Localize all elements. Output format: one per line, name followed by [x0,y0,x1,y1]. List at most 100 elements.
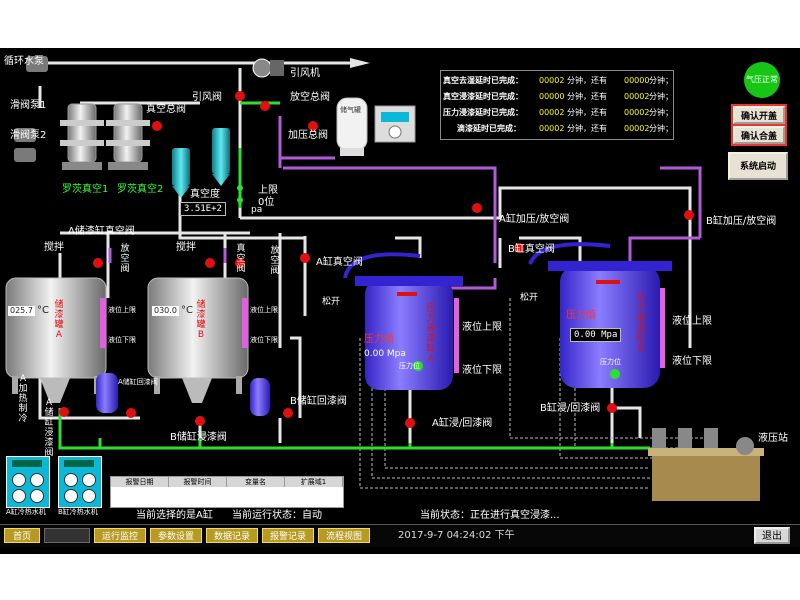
cyl-a-upper: 液位上限 [462,322,502,333]
nav-run-monitor[interactable]: 运行监控 [94,528,146,543]
exit-button[interactable]: 退出 [754,527,790,544]
cyl-b-press-readout: 0.00 Mpa [570,328,622,342]
label-a-tank-vacuum-valve: A缸真空阀 [316,257,363,268]
tank-a-upper: 液位上限 [108,306,136,314]
cyan-filters [172,128,230,198]
cyl-a-name: 压力液漆缸A [426,304,436,364]
label-slide-pump-2: 滑阀泵2 [10,130,47,141]
label-b-vacuum-valve: B缸真空阀 [508,244,555,255]
tank-a-temp: 025.7 [8,306,35,316]
label-vacuum-main-valve: 真空总阀 [146,104,186,115]
label-vent-b: 放空阀 [270,246,280,276]
tank-b-name: 储漆罐B [196,300,206,340]
pressure-gauge [374,105,416,143]
label-agitate-a: 搅拌 [44,242,64,253]
cyl-b-lower: 液位下限 [672,356,712,367]
label-a-immerse-valve: A储缸浸漆阀 [44,398,54,458]
label-upper-limit: 上限 [258,185,278,196]
cyl-b-press-label: 压力值 [566,310,596,321]
label-release-b: 松开 [520,293,539,303]
cyl-b-press-position: 压力位 [600,358,621,366]
tank-a-name: 储漆罐A [54,300,64,340]
cylinder-a-shape [343,252,463,390]
cyl-a-press-position: 压力位 [399,362,420,370]
label-press-main-valve: 加压总阀 [288,130,328,141]
tank-b-lower: 液位下限 [250,336,278,344]
label-release-a: 松开 [322,297,341,307]
tank-b-temp: 030.0 [152,306,179,316]
current-datetime: 2017-9-7 04:24:02 下午 [398,530,515,541]
alarm-col-var: 变量名 [227,477,285,487]
nav-data-records[interactable]: 数据记录 [206,528,258,543]
pressure-status-indicator: 气压正常 [744,62,780,98]
label-induced-fan-valve: 引风阀 [192,92,222,103]
confirm-open-button[interactable]: 确认开盖 [733,106,785,124]
label-vent-a: 放空阀 [120,244,130,274]
label-vacuum-b: 真空阀 [236,244,246,274]
label-a-press-vent-valve: A缸加压/放空阀 [499,214,570,225]
label-slide-pump-1: 滑阀泵1 [10,100,47,111]
bottom-nav-bar: 首页 运行监控 参数设置 数据记录 报警记录 流程视图 2017-9-7 04:… [0,524,800,547]
scada-screen: 循环水泵 滑阀泵1 滑阀泵2 真空总阀 罗茨真空1 罗茨真空2 引风机 引风阀 … [0,48,800,554]
label-induced-fan: 引风机 [290,68,320,79]
label-hydraulic-station: 液压站 [758,433,788,444]
nav-alarm-records[interactable]: 报警记录 [262,528,314,543]
storage-tank-b-shape [147,277,249,403]
current-status: 当前状态：正在进行真空浸漆... [420,510,560,521]
alarm-col-time: 报警时间 [169,477,227,487]
alarm-col-ext: 扩展域1 [285,477,343,487]
nav-process-view[interactable]: 流程视图 [318,528,370,543]
storage-tank-a-shape [5,277,107,403]
process-diagram [5,56,764,501]
recycle-tanks [96,373,270,416]
tank-b-upper: 液位上限 [250,306,278,314]
nav-home[interactable]: 首页 [4,528,40,543]
label-gas-tank: 储气罐 [340,106,361,114]
system-start-button[interactable]: 系统启动 [728,152,788,180]
tank-b-temp-unit: °C [181,305,193,316]
label-agitate-b: 搅拌 [176,242,196,253]
label-a-recycle-valve: A储缸回漆阀 [118,378,158,386]
cyl-b-upper: 液位上限 [672,316,712,327]
nav-blank[interactable] [44,528,90,543]
tank-a-temp-unit: °C [37,305,49,316]
confirm-close-button[interactable]: 确认合盖 [733,126,785,144]
chiller-b[interactable] [58,456,102,508]
chiller-a[interactable] [6,456,50,508]
cyl-a-lower: 液位下限 [462,365,502,376]
cyl-a-press-readout: 0.00 Mpa [364,349,406,359]
vacuum-degree-readout: 3.51E+2 [180,202,226,216]
timer-info-panel: 真空去湿延时已完成： 00002 分钟，还有 00000 分钟； 真空浸漆延时已… [440,70,674,140]
label-a-storage-vacuum-valve: A储漆缸真空阀 [68,226,135,237]
alarm-col-date: 报警日期 [111,477,169,487]
label-zero-position: 0位 [258,197,275,208]
label-a-heat-cool: A加热制冷 [18,374,28,424]
label-vent-main-valve: 放空总阀 [290,92,330,103]
alarm-table-body[interactable] [111,487,343,507]
cyl-a-press-label: 压力值 [364,334,394,345]
label-b-immerse-valve: B储缸浸漆阀 [170,432,227,443]
label-roots-1: 罗茨真空1 [62,184,109,195]
label-a-immerse-return: A缸浸/回漆阀 [432,418,493,429]
chiller-b-label: B缸冷热水机 [58,508,98,516]
current-selection: 当前选择的是A缸 [136,510,213,521]
valves-green [237,185,620,379]
vacuum-pumps [14,56,150,170]
tank-a-lower: 液位下限 [108,336,136,344]
run-state: 当前运行状态：自动 [232,510,322,521]
induced-fan [252,58,370,78]
alarm-table-header: 报警日期 报警时间 变量名 扩展域1 [111,477,343,487]
chiller-a-label: A缸冷热水机 [6,508,46,516]
cylinder-b-shape [528,242,672,388]
cyl-b-name: 压力液漆缸B [636,294,646,354]
gas-storage-tank [336,97,368,156]
hydraulic-station-shape [648,428,764,501]
alarm-table: 报警日期 报警时间 变量名 扩展域1 [110,476,344,508]
label-b-immerse-return: B缸浸/回漆阀 [540,403,601,414]
nav-param-settings[interactable]: 参数设置 [150,528,202,543]
label-roots-2: 罗茨真空2 [117,184,164,195]
label-b-recycle-valve: B储缸回漆阀 [290,396,347,407]
label-vacuum-degree: 真空度 [190,189,220,200]
valves [59,91,694,428]
label-b-press-vent-valve: B缸加压/放空阀 [706,216,777,227]
